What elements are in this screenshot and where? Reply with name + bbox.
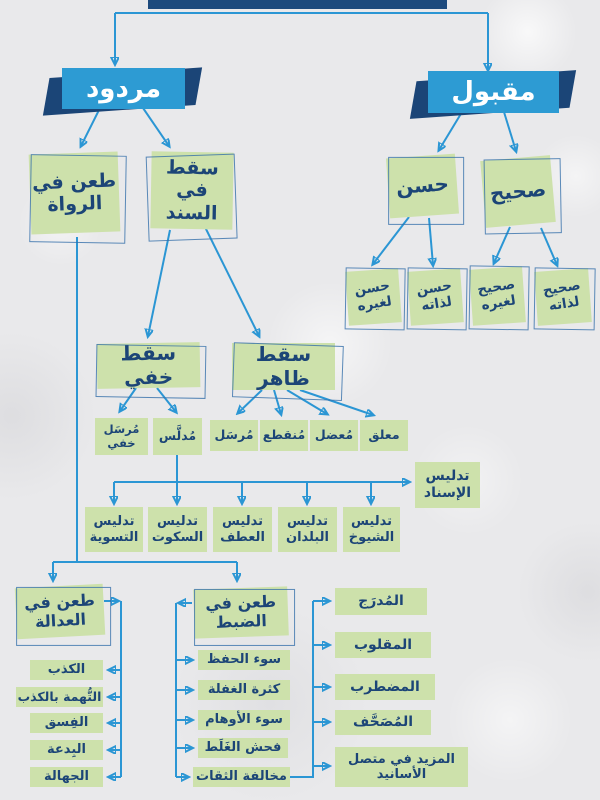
node-tadlis-buldan: تدليس البلدان	[278, 507, 337, 552]
node-hasan-lidhatih-label: حسن لذاته	[415, 277, 454, 315]
node-tuhmah-bialkadhib: التُّهمة بالكذب	[16, 687, 103, 707]
node-alkadhib: الكذب	[30, 660, 103, 680]
node-tadlis-isnad-label: تدليس الإسناد	[423, 468, 472, 501]
node-hasan-label: حسن	[395, 171, 450, 200]
node-su-alawham-label: سوء الأوهام	[205, 712, 283, 728]
node-taan-adalah: طعن في العدالة	[14, 583, 112, 646]
node-tadlis-atf-label: تدليس العطف	[220, 514, 265, 545]
node-su-alhifz: سوء الحفظ	[198, 650, 290, 670]
node-su-alhifz-label: سوء الحفظ	[206, 652, 282, 668]
node-taan-adalah-label: طعن في العدالة	[23, 589, 96, 631]
node-saqt-sanad-label: سقط في السند	[165, 156, 219, 225]
node-albidah-label: البِدعة	[47, 742, 86, 758]
node-accepted-label: مقبول	[451, 77, 536, 107]
node-muadal-label: مُعضل	[314, 427, 354, 443]
node-sahih-lidhatih: صحيح لذاته	[533, 267, 596, 331]
node-taan-ruwat: طعن في الرواة	[28, 151, 127, 244]
node-tadlis-taswiya: تدليس التسوية	[85, 507, 143, 552]
node-mursal: مُرسَل	[210, 420, 258, 451]
node-sahih-label: صحيح	[488, 176, 548, 206]
node-alfisq-label: الفِسق	[44, 715, 89, 731]
node-aljahalah: الجهالة	[30, 767, 103, 787]
node-almazid: المزيد في متصل الأسانيد	[335, 747, 468, 787]
node-almaqlub-label: المقلوب	[353, 636, 413, 653]
node-tadlis-buldan-label: تدليس البلدان	[285, 514, 329, 545]
node-taan-dabt: طعن في الضبط	[193, 586, 296, 646]
node-hasan: حسن	[385, 153, 465, 225]
node-taan-dabt-label: طعن في الضبط	[204, 591, 277, 632]
node-mudallas: مُدلَّس	[153, 418, 202, 455]
node-mursal-khafi: مُرسَل خفي	[95, 418, 148, 455]
node-mukhalafat-althiqat-label: مخالفة الثقات	[196, 769, 287, 785]
node-taan-ruwat-label: طعن في الرواة	[31, 169, 117, 216]
node-sahih: صحيح	[480, 155, 562, 235]
node-almusahhaf: المُصَحَّف	[335, 710, 431, 735]
node-rejected: مردود	[62, 68, 185, 109]
node-su-alawham: سوء الأوهام	[198, 710, 290, 730]
node-almudtarib-label: المضطرب	[350, 678, 420, 695]
node-muallaq: معلق	[360, 420, 408, 451]
node-mursal-label: مُرسَل	[214, 427, 254, 443]
node-saqt-sanad: سقط في السند	[145, 151, 238, 242]
node-kathrat-alghaflah-label: كثرة الغفلة	[207, 682, 281, 698]
node-albidah: البِدعة	[30, 740, 103, 760]
node-sahih-lighayrih-label: صحيح لغيره	[476, 276, 517, 314]
node-sahih-lighayrih: صحيح لغيره	[468, 265, 530, 331]
node-alkadhib-label: الكذب	[47, 662, 86, 678]
node-fuhsh-alghalat-label: فحش الغَلَط	[204, 740, 282, 756]
node-tadlis-shuyukh: تدليس الشيوخ	[343, 507, 400, 552]
node-hasan-lighayrih: حسن لغيره	[344, 267, 406, 331]
node-almudraj: المُدرَج	[335, 588, 427, 615]
node-almudraj-label: المُدرَج	[358, 593, 404, 610]
node-mursal-khafi-label: مُرسَل خفي	[103, 421, 140, 450]
node-almudtarib: المضطرب	[335, 674, 435, 700]
node-tuhmah-bialkadhib-label: التُّهمة بالكذب	[17, 688, 102, 704]
top-title-bar	[148, 0, 447, 9]
node-alfisq: الفِسق	[30, 713, 103, 733]
node-saqt-khafi: سقط خفي	[95, 340, 207, 399]
node-saqt-zahir-label: سقط ظاهر	[255, 341, 312, 390]
node-kathrat-alghaflah: كثرة الغفلة	[198, 680, 290, 700]
node-rejected-label: مردود	[85, 73, 162, 104]
node-tadlis-atf: تدليس العطف	[213, 507, 272, 552]
node-accepted: مقبول	[428, 71, 559, 113]
node-almaqlub: المقلوب	[335, 632, 431, 658]
node-tadlis-isnad: تدليس الإسناد	[415, 462, 480, 508]
node-tadlis-shuyukh-label: تدليس الشيوخ	[348, 514, 395, 545]
node-muallaq-label: معلق	[368, 427, 400, 443]
node-muadal: مُعضل	[310, 420, 358, 451]
node-mudallas-label: مُدلَّس	[158, 428, 197, 444]
node-tadlis-sukut-label: تدليس السكوت	[151, 514, 204, 545]
node-tadlis-sukut: تدليس السكوت	[148, 507, 207, 552]
node-munqati-label: مُنقطع	[262, 427, 306, 443]
node-mukhalafat-althiqat: مخالفة الثقات	[193, 767, 290, 787]
node-saqt-khafi-label: سقط خفي	[120, 340, 177, 389]
node-tadlis-taswiya-label: تدليس التسوية	[89, 514, 139, 545]
node-aljahalah-label: الجهالة	[44, 769, 89, 785]
node-sahih-lidhatih-label: صحيح لذاته	[541, 277, 582, 315]
node-almazid-label: المزيد في متصل الأسانيد	[347, 751, 455, 782]
node-hasan-lidhatih: حسن لذاته	[406, 267, 468, 331]
node-hasan-lighayrih-label: حسن لغيره	[353, 277, 393, 315]
node-munqati: مُنقطع	[260, 420, 308, 451]
node-almusahhaf-label: المُصَحَّف	[353, 714, 413, 731]
node-saqt-zahir: سقط ظاهر	[231, 341, 344, 402]
node-fuhsh-alghalat: فحش الغَلَط	[198, 738, 288, 758]
